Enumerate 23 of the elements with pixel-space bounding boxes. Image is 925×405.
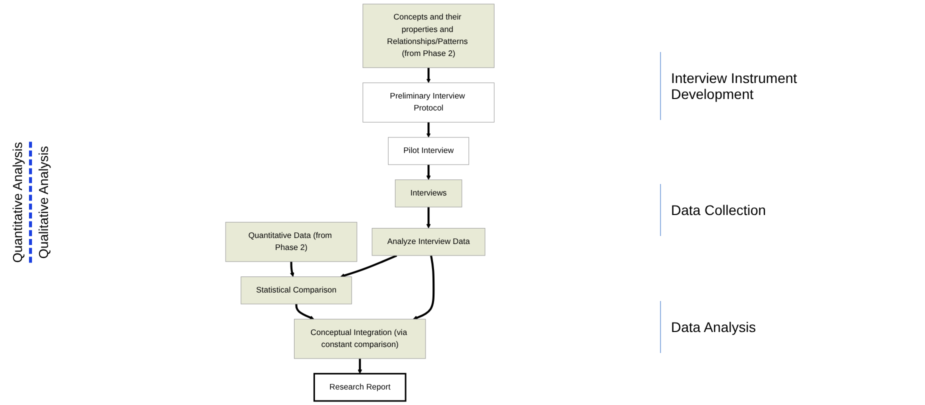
node-box: Research Report	[314, 372, 406, 402]
arrow	[413, 255, 435, 320]
arrow	[426, 164, 431, 180]
node-box: Quantitative Data (from Phase 2)	[225, 222, 358, 262]
arrow	[295, 304, 314, 320]
bracket-label: Interview Instrument Development	[660, 52, 841, 120]
bracket-label: Data Collection	[660, 184, 841, 236]
node-box: Pilot Interview	[388, 137, 470, 165]
node-box: Analyze Interview Data	[372, 228, 486, 256]
arrow	[290, 262, 294, 277]
node-box: Statistical Comparison	[240, 276, 352, 304]
arrow	[358, 358, 362, 374]
node-box: Conceptual Integration (via constant comparison)	[294, 318, 426, 359]
node-box: Preliminary Interview Protocol	[362, 82, 495, 122]
vertical-label: Quantitative Analysis	[10, 142, 32, 263]
bracket-label: Data Analysis	[660, 300, 841, 353]
arrow	[426, 207, 431, 228]
arrow	[426, 122, 431, 138]
vertical-label: Qualitative Analysis	[36, 146, 50, 259]
arrow	[426, 68, 431, 84]
arrow	[340, 254, 398, 278]
node-box: Interviews	[395, 180, 462, 208]
node-box: Concepts and their properties and Relationships/Patterns (from Phase 2)	[362, 4, 495, 68]
